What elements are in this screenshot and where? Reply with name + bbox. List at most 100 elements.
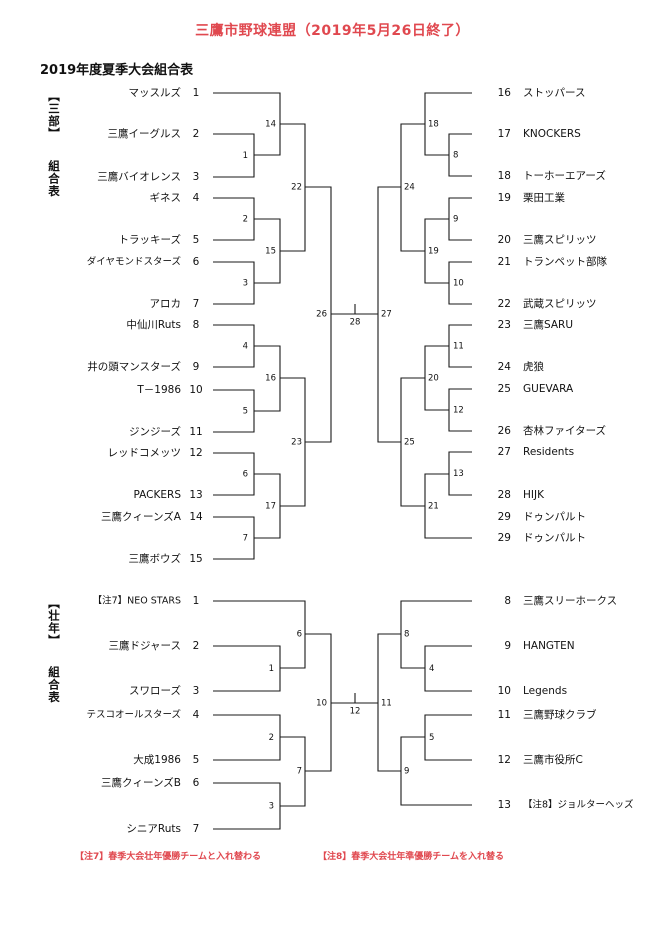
note-7: 【注7】春季大会壮年優勝チームと入れ替わる: [75, 852, 261, 862]
match-number: 24: [404, 183, 415, 193]
team-seed: 5: [193, 754, 200, 766]
team-seed: 1: [193, 595, 200, 607]
team-name: 【注8】ジョルターヘッズ: [523, 799, 634, 811]
team-name: Residents: [523, 446, 574, 458]
team-name: シニアRuts: [126, 823, 181, 835]
match-number: 22: [291, 183, 302, 193]
bracket-subtitle: 2019年度夏季大会組合表: [40, 63, 194, 78]
team-name: テスコオールスターズ: [86, 709, 181, 721]
team-name: トランペット部隊: [523, 255, 607, 268]
team-name: レッドコメッツ: [108, 447, 182, 459]
team-name: 栗田工業: [523, 191, 565, 204]
team-name: アロカ: [150, 298, 182, 310]
team-seed: 8: [193, 319, 200, 331]
team-seed: 27: [498, 446, 511, 458]
match-number: 27: [381, 310, 392, 320]
team-name: 三鷹イーグルス: [108, 127, 182, 140]
match-number: 1: [269, 664, 274, 674]
bracket-line: [377, 633, 401, 772]
team-seed: 26: [498, 425, 512, 437]
match-number: 25: [404, 438, 415, 448]
match-number: 20: [428, 374, 439, 384]
match-number: 10: [316, 699, 327, 709]
team-seed: 2: [193, 640, 200, 652]
match-number: 5: [243, 407, 248, 417]
match-number: 2: [269, 733, 274, 743]
match-number: 12: [350, 707, 361, 717]
team-name: ギネス: [150, 192, 182, 204]
team-seed: 11: [189, 426, 202, 438]
match-number: 7: [243, 534, 248, 544]
team-name: GUEVARA: [523, 383, 574, 395]
team-name: KNOCKERS: [523, 128, 581, 140]
match-number: 23: [291, 438, 302, 448]
team-name: Legends: [523, 685, 567, 697]
team-name: 三鷹バイオレンス: [97, 170, 181, 183]
team-name: 武蔵スピリッツ: [523, 297, 597, 310]
match-number: 3: [243, 279, 248, 289]
match-number: 14: [265, 120, 276, 130]
team-seed: 17: [498, 128, 511, 140]
match-number: 13: [453, 469, 464, 479]
match-number: 8: [453, 151, 458, 161]
match-number: 12: [453, 406, 464, 416]
team-seed: 15: [189, 553, 202, 565]
section-label-sanbu: 【三部】: [47, 90, 61, 140]
team-seed: 3: [193, 685, 200, 697]
team-seed: 3: [193, 171, 200, 183]
bracket-line: [377, 186, 401, 443]
match-number: 9: [404, 767, 409, 777]
team-name: 三鷹スピリッツ: [523, 233, 597, 246]
match-number: 5: [429, 733, 434, 743]
team-name: HANGTEN: [523, 640, 575, 652]
match-number: 11: [453, 342, 464, 352]
bracket-line: [213, 600, 306, 669]
team-seed: 29: [498, 532, 511, 544]
team-name: 大成1986: [133, 753, 181, 766]
team-name: 三鷹スリーホークス: [523, 594, 617, 607]
team-seed: 19: [498, 192, 511, 204]
team-name: 三鷹野球クラブ: [523, 708, 597, 721]
team-name: 杏林ファイターズ: [523, 424, 606, 437]
team-name: ドゥンパルト: [523, 532, 586, 544]
section-label-sanbu-table: 組合表: [47, 160, 61, 198]
bracket-line: [400, 736, 472, 806]
match-number: 6: [297, 630, 302, 640]
team-name: T－1986: [136, 384, 181, 396]
team-seed: 18: [498, 170, 511, 182]
team-seed: 10: [189, 384, 202, 396]
team-seed: 4: [193, 709, 200, 721]
match-number: 15: [265, 247, 276, 257]
team-seed: 1: [193, 87, 200, 99]
team-seed: 4: [193, 192, 200, 204]
team-seed: 13: [498, 799, 511, 811]
match-number: 3: [269, 802, 274, 812]
match-number: 4: [243, 342, 248, 352]
team-name: 【注7】NEO STARS: [93, 595, 181, 607]
bracket-line: [400, 600, 472, 669]
team-seed: 5: [193, 234, 200, 246]
team-name: 中仙川Ruts: [126, 318, 181, 331]
team-name: 三鷹クィーンズB: [101, 776, 181, 789]
match-number: 17: [265, 502, 276, 512]
team-name: マッスルズ: [129, 86, 182, 99]
team-seed: 7: [193, 298, 200, 310]
team-name: 三鷹クィーンズA: [101, 510, 182, 523]
section-label-sonen-table: 組合表: [47, 666, 61, 704]
team-name: 三鷹ドジャース: [109, 639, 181, 652]
match-number: 16: [265, 374, 276, 384]
team-name: 三鷹SARU: [523, 318, 573, 331]
team-seed: 10: [498, 685, 511, 697]
team-name: PACKERS: [134, 489, 182, 501]
team-seed: 28: [498, 489, 511, 501]
team-name: 三鷹ボウズ: [129, 552, 182, 565]
team-seed: 8: [504, 595, 511, 607]
match-number: 8: [404, 630, 409, 640]
note-8: 【注8】春季大会壮年準優勝チームを入れ替る: [318, 852, 504, 862]
team-seed: 25: [498, 383, 511, 395]
match-number: 1: [243, 151, 248, 161]
team-seed: 20: [498, 234, 511, 246]
match-number: 26: [316, 310, 327, 320]
team-seed: 12: [189, 447, 202, 459]
